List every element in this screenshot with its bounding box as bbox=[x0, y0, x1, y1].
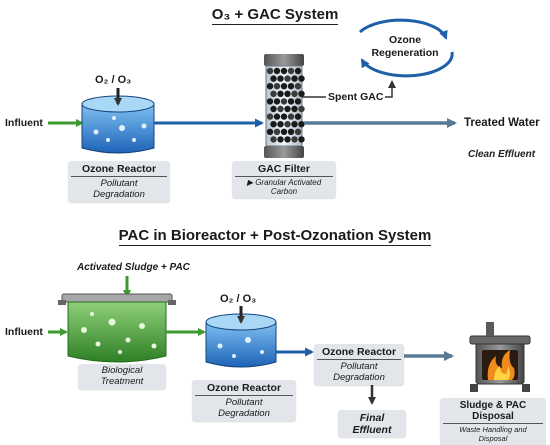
top-influent-label: Influent bbox=[5, 117, 43, 129]
bottom-ozone-reactor-tank bbox=[205, 313, 277, 368]
disposal-name: Sludge & PAC Disposal bbox=[459, 400, 527, 422]
top-ozone-reactor-box: Ozone Reactor Pollutant Degradation bbox=[68, 161, 170, 202]
recycle-arrows-icon bbox=[358, 18, 454, 78]
bottom-ozone-reactor-name: Ozone Reactor bbox=[206, 382, 282, 394]
top-ozone-reactor-subtitle: Pollutant Degradation bbox=[71, 176, 167, 202]
gac-filter-box: GAC Filter ▶ Granular Activated Carbon bbox=[232, 161, 336, 198]
bottom-ozone-reactor-box: Ozone Reactor Pollutant Degradation bbox=[192, 380, 296, 421]
gac-filter-subtitle: ▶ Granular Activated Carbon bbox=[235, 176, 333, 198]
treated-water-label: Treated Water bbox=[464, 117, 540, 129]
furnace-icon bbox=[469, 322, 531, 392]
feed-label: Activated Sludge + PAC bbox=[77, 262, 190, 273]
process-diagram-graphics bbox=[48, 18, 531, 405]
top-ozone-reactor-tank bbox=[81, 95, 155, 154]
post-ozone-reactor-subtitle: Pollutant Degradation bbox=[317, 359, 401, 385]
top-gas-label: O₂ / O₃ bbox=[95, 74, 132, 86]
bioreactor-caption-box: Biological Treatment bbox=[78, 364, 166, 389]
final-effluent-label: Final Effluent bbox=[352, 412, 392, 436]
gac-filter-name: GAC Filter bbox=[258, 163, 310, 175]
bottom-system-title: PAC in Bioreactor + Post-Ozonation Syste… bbox=[118, 227, 432, 246]
post-ozone-reactor-box: Ozone Reactor Pollutant Degradation bbox=[314, 344, 404, 385]
clean-effluent-label: Clean Effluent bbox=[468, 149, 536, 160]
bottom-influent-label: Influent bbox=[5, 326, 43, 338]
post-ozone-reactor-name: Ozone Reactor bbox=[321, 346, 397, 358]
bioreactor-caption: Biological Treatment bbox=[100, 365, 144, 387]
regeneration-label: Ozone Regeneration bbox=[371, 34, 439, 59]
disposal-box: Sludge & PAC Disposal Waste Handling and… bbox=[440, 398, 546, 445]
gac-carbon-granules bbox=[266, 67, 305, 143]
final-effluent-box: Final Effluent bbox=[338, 410, 406, 437]
spent-gac-label: Spent GAC bbox=[326, 91, 386, 103]
bottom-gas-label: O₂ / O₃ bbox=[220, 293, 257, 305]
top-ozone-reactor-name: Ozone Reactor bbox=[81, 163, 157, 175]
top-system-title: O₃ + GAC System bbox=[211, 6, 339, 25]
flame-icon bbox=[487, 350, 515, 380]
bottom-ozone-reactor-subtitle: Pollutant Degradation bbox=[195, 395, 293, 421]
bioreactor-tank bbox=[58, 293, 176, 363]
play-icon: ▶ bbox=[246, 178, 256, 187]
disposal-subtitle: Waste Handling and Disposal bbox=[443, 423, 543, 445]
